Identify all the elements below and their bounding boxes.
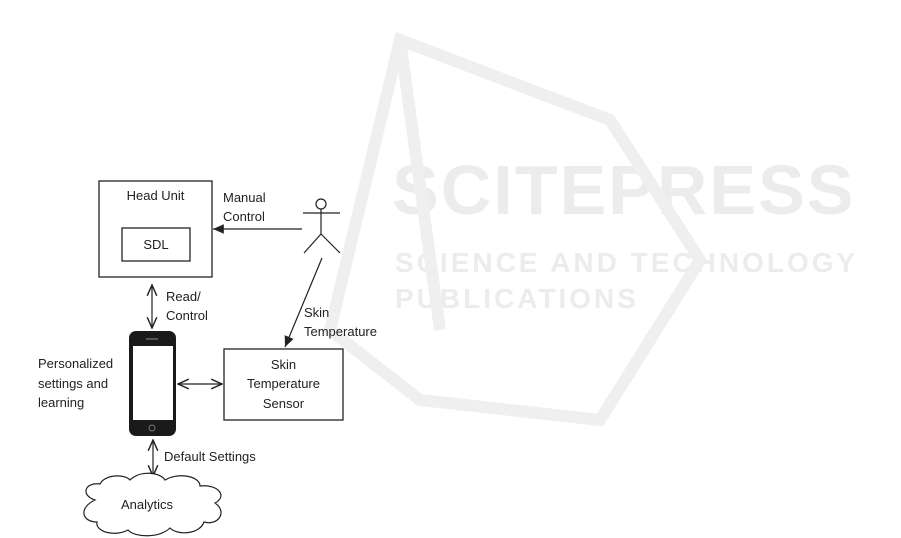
skin-temperature-label-1: Skin (304, 305, 330, 320)
default-settings-label: Default Settings (164, 449, 256, 464)
manual-control-label-1: Manual (223, 190, 266, 205)
user-stick-figure (303, 198, 341, 254)
sensor-label-1: Skin (270, 357, 297, 372)
sensor-box (223, 348, 344, 421)
analytics-label: Analytics (120, 497, 174, 512)
personalized-label-3: learning (38, 395, 85, 410)
head-unit-label: Head Unit (126, 188, 185, 203)
sensor-label-3: Sensor (262, 396, 305, 411)
personalized-label-1: Personalized (38, 356, 114, 371)
analytics-cloud (83, 472, 222, 537)
read-control-label-1: Read/ (166, 289, 201, 304)
watermark-book (323, 31, 708, 427)
sdl-box (121, 227, 191, 262)
sensor-label-2: Temperature (247, 376, 320, 391)
head-unit-box (98, 180, 213, 278)
manual-control-label-2: Control (223, 209, 265, 224)
skin-temperature-arrow (284, 257, 323, 348)
watermark-title: SCITEPRESS (392, 151, 856, 229)
skin-temperature-label-2: Temperature (304, 324, 377, 339)
sdl-label: SDL (143, 237, 169, 252)
smartphone-icon (129, 331, 176, 436)
read-control-label-2: Control (166, 308, 208, 323)
personalized-label-2: settings and (38, 376, 109, 391)
